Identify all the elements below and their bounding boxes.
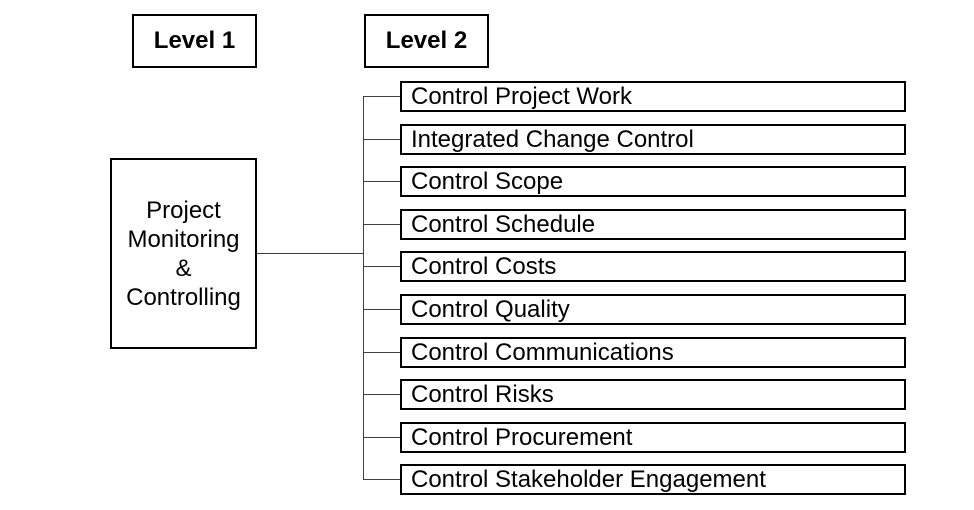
connector-stub — [363, 224, 400, 225]
connector-stub — [363, 96, 400, 97]
root-node-line: Monitoring — [127, 225, 240, 253]
item-node-control-communications: Control Communications — [400, 337, 906, 368]
item-label: Control Schedule — [411, 210, 596, 238]
connector-stub — [363, 352, 400, 353]
level-2-header-label: Level 2 — [385, 27, 468, 54]
connector-stub — [363, 479, 400, 480]
item-node-control-costs: Control Costs — [400, 251, 906, 282]
root-node-line: Project — [146, 196, 221, 224]
item-label: Control Procurement — [411, 423, 633, 451]
root-node-line: & — [175, 254, 192, 282]
connector-stub — [363, 181, 400, 182]
item-label: Integrated Change Control — [411, 125, 694, 153]
item-node-control-risks: Control Risks — [400, 379, 906, 410]
connector-stub — [363, 139, 400, 140]
item-label: Control Scope — [411, 167, 564, 195]
item-node-control-quality: Control Quality — [400, 294, 906, 325]
connector-stub — [363, 266, 400, 267]
item-node-integrated-change-control: Integrated Change Control — [400, 124, 906, 155]
item-label: Control Risks — [411, 380, 554, 408]
item-node-control-procurement: Control Procurement — [400, 422, 906, 453]
item-node-control-schedule: Control Schedule — [400, 209, 906, 240]
trunk-connector-line — [363, 96, 364, 480]
root-node-line: Controlling — [126, 283, 241, 311]
item-node-control-project-work: Control Project Work — [400, 81, 906, 112]
connector-stub — [363, 309, 400, 310]
level-1-header-label: Level 1 — [153, 27, 236, 54]
item-node-control-stakeholder-engagement: Control Stakeholder Engagement — [400, 464, 906, 495]
item-label: Control Stakeholder Engagement — [411, 465, 766, 493]
item-label: Control Quality — [411, 295, 570, 323]
item-label: Control Project Work — [411, 82, 632, 110]
item-node-control-scope: Control Scope — [400, 166, 906, 197]
connector-stub — [363, 394, 400, 395]
item-label: Control Costs — [411, 252, 557, 280]
connector-stub — [363, 437, 400, 438]
root-connector-line — [257, 253, 363, 254]
item-label: Control Communications — [411, 338, 674, 366]
root-node-project-monitoring-controlling: Project Monitoring & Controlling — [110, 158, 257, 349]
level-1-header: Level 1 — [132, 14, 257, 68]
level-2-header: Level 2 — [364, 14, 489, 68]
